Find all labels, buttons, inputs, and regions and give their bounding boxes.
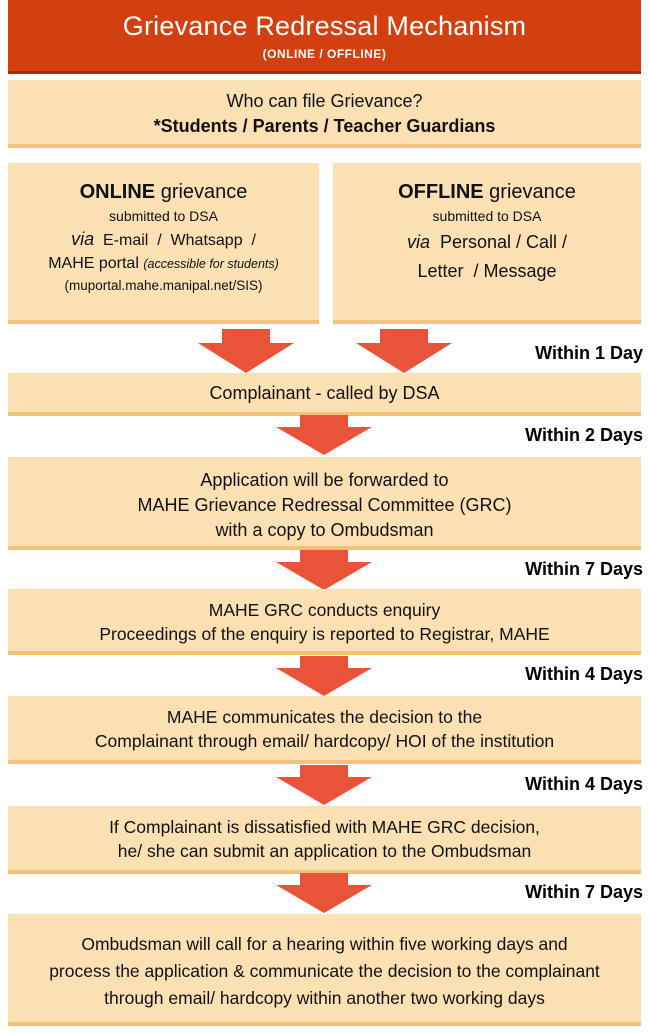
- step-called-by-dsa: Complainant - called by DSA: [8, 373, 641, 416]
- offline-line2: Letter / Message: [417, 261, 557, 281]
- page-subtitle: (ONLINE / OFFLINE): [262, 47, 387, 61]
- online-portal-note: (accessible for students): [143, 257, 279, 271]
- page-title: Grievance Redressal Mechanism: [122, 11, 527, 41]
- offline-submitted: submitted to DSA: [432, 208, 542, 224]
- arrow-down-online: [198, 329, 294, 373]
- offline-grievance-box: OFFLINE grievance submitted to DSA via P…: [333, 163, 641, 324]
- timeline-5: Within 4 Days: [525, 774, 643, 794]
- offline-title: OFFLINE grievance: [333, 179, 641, 205]
- offline-via-rest: Personal / Call /: [429, 232, 568, 252]
- step-6-line-3: through email/ hardcopy within another t…: [104, 988, 545, 1008]
- online-portal-line: MAHE portal (accessible for students): [8, 253, 319, 275]
- timeline-6: Within 7 Days: [525, 882, 643, 902]
- step-5-line-2: he/ she can submit an application to the…: [117, 841, 532, 861]
- arrow-down-4: [276, 656, 372, 696]
- step-appeal-to-ombudsman: If Complainant is dissatisfied with MAHE…: [8, 806, 641, 874]
- step-4-line-2: Complainant through email/ hardcopy/ HOI…: [94, 731, 555, 751]
- online-via-rest: E-mail / Whatsapp /: [94, 232, 256, 249]
- title-banner: Grievance Redressal Mechanism (ONLINE / …: [8, 0, 641, 74]
- online-title-bold: ONLINE: [79, 181, 156, 203]
- arrow-down-3: [276, 550, 372, 590]
- offline-via-line: via Personal / Call /: [333, 227, 641, 257]
- who-question: Who can file Grievance?: [226, 91, 423, 111]
- who-can-file-box: Who can file Grievance? *Students / Pare…: [8, 80, 641, 148]
- step-1-line-1: Complainant - called by DSA: [209, 383, 440, 403]
- arrow-down-6: [276, 873, 372, 913]
- arrow-down-offline: [356, 329, 452, 373]
- step-3-line-1: MAHE GRC conducts enquiry: [208, 600, 441, 620]
- timeline-3: Within 7 Days: [525, 559, 643, 579]
- offline-title-rest: grievance: [483, 181, 576, 203]
- timeline-1: Within 1 Day: [535, 343, 643, 363]
- step-2-line-3: with a copy to Ombudsman: [215, 520, 434, 540]
- arrow-down-2: [276, 415, 372, 455]
- timeline-4: Within 4 Days: [525, 664, 643, 684]
- step-6-line-1: Ombudsman will call for a hearing within…: [81, 934, 568, 954]
- online-portal: MAHE portal: [48, 255, 144, 272]
- step-5-line-1: If Complainant is dissatisfied with MAHE…: [109, 817, 540, 837]
- step-forwarded-to-grc: Application will be forwarded to MAHE Gr…: [8, 457, 641, 550]
- step-3-line-2: Proceedings of the enquiry is reported t…: [99, 624, 550, 644]
- timeline-2: Within 2 Days: [525, 425, 643, 445]
- online-title-rest: grievance: [155, 181, 248, 203]
- offline-via: via: [406, 232, 430, 252]
- arrow-down-5: [276, 765, 372, 805]
- online-via-line: via E-mail / Whatsapp /: [8, 227, 319, 253]
- offline-title-bold: OFFLINE: [398, 181, 484, 203]
- step-6-line-2: process the application & communicate th…: [49, 961, 600, 981]
- step-4-line-1: MAHE communicates the decision to the: [166, 707, 483, 727]
- online-grievance-box: ONLINE grievance submitted to DSA via E-…: [8, 163, 319, 324]
- step-ombudsman-hearing: Ombudsman will call for a hearing within…: [8, 914, 641, 1026]
- step-2-line-1: Application will be forwarded to: [200, 470, 449, 490]
- online-via: via: [71, 229, 95, 249]
- online-url: (muportal.mahe.manipal.net/SIS): [64, 278, 263, 293]
- online-submitted: submitted to DSA: [109, 208, 218, 224]
- step-2-line-2: MAHE Grievance Redressal Committee (GRC): [137, 495, 512, 515]
- step-decision-communicated: MAHE communicates the decision to the Co…: [8, 696, 641, 764]
- online-title: ONLINE grievance: [8, 179, 319, 205]
- step-grc-enquiry: MAHE GRC conducts enquiry Proceedings of…: [8, 589, 641, 655]
- who-answer: *Students / Parents / Teacher Guardians: [153, 116, 496, 136]
